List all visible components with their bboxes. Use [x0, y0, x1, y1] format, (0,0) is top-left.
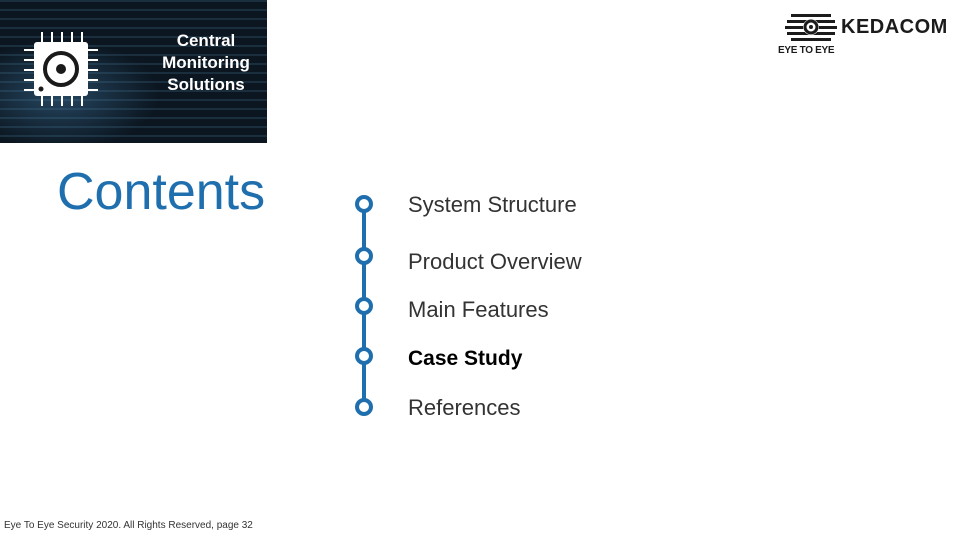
timeline-node [355, 398, 373, 416]
page-title: Contents [57, 163, 266, 221]
brand-name: KEDACOM [841, 16, 948, 38]
globe-icon [785, 14, 837, 41]
toc-item-case-study[interactable]: Case Study [408, 347, 523, 370]
cpu-chip-icon [24, 32, 98, 106]
timeline-node [355, 247, 373, 265]
toc-item-system-structure[interactable]: System Structure [408, 192, 577, 217]
timeline-node [355, 347, 373, 365]
timeline-node [355, 195, 373, 213]
brand-subtitle: EYE TO EYE [778, 45, 835, 56]
footer-copyright: Eye To Eye Security 2020. All Rights Res… [4, 520, 253, 531]
timeline-line [355, 195, 373, 416]
toc-item-main-features[interactable]: Main Features [408, 297, 549, 322]
toc-item-references[interactable]: References [408, 395, 521, 420]
header-banner: Central Monitoring Solutions [0, 0, 267, 143]
kedacom-logo: KEDACOM EYE TO EYE [776, 12, 952, 62]
toc-item-product-overview[interactable]: Product Overview [408, 249, 582, 274]
timeline-node [355, 297, 373, 315]
banner-title: Central Monitoring Solutions [162, 31, 250, 94]
